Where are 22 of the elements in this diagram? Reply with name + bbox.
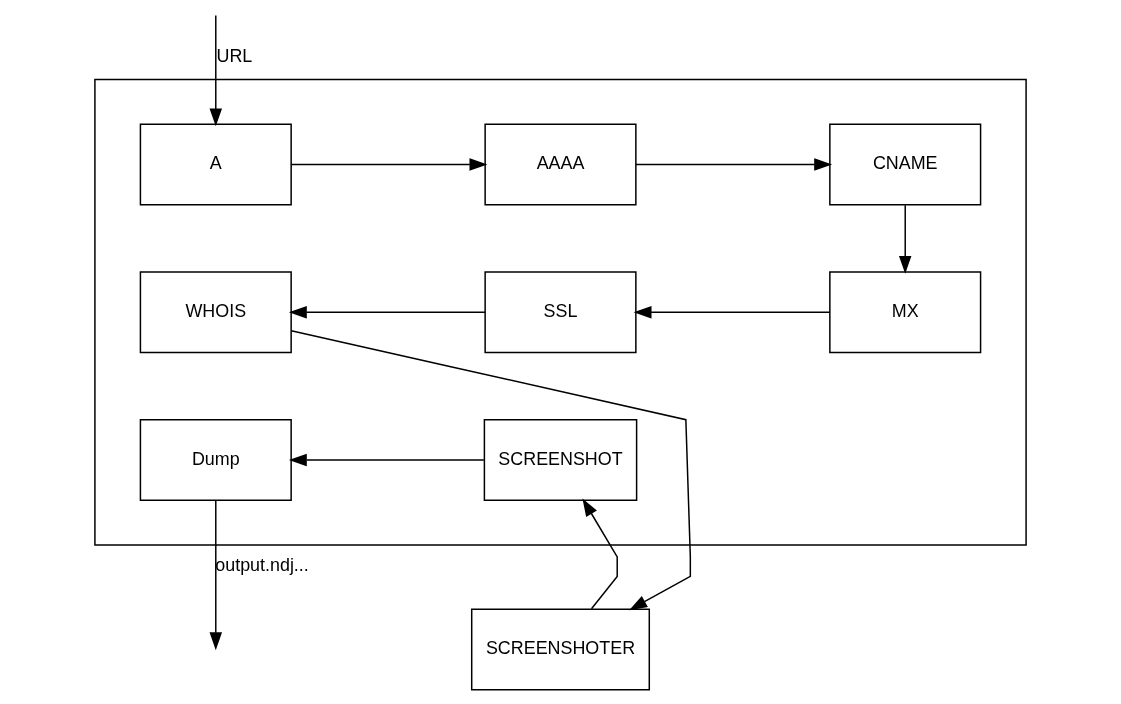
node-box: WHOIS <box>139 271 292 354</box>
arrow <box>898 204 912 274</box>
node-box: SCREENSHOT <box>483 418 638 501</box>
edge-label: URL <box>216 46 253 67</box>
arrow <box>209 499 223 651</box>
node-box: SCREENSHOTER <box>470 608 651 691</box>
arrow <box>288 453 485 467</box>
arrow <box>582 498 618 610</box>
arrow <box>288 305 486 319</box>
node-box: Dump <box>139 418 292 501</box>
node-box: MX <box>829 271 982 354</box>
edge-label: output.ndj... <box>215 555 309 576</box>
cluster <box>94 78 1027 546</box>
arrow <box>633 305 831 319</box>
arrow <box>635 158 833 171</box>
node-box: SSL <box>484 271 637 354</box>
node-box: CNAME <box>829 123 982 206</box>
arrow <box>209 14 223 127</box>
node-box: A <box>139 123 292 206</box>
arrow <box>290 158 488 171</box>
node-box: AAAA <box>484 123 637 206</box>
arrow <box>290 330 692 611</box>
